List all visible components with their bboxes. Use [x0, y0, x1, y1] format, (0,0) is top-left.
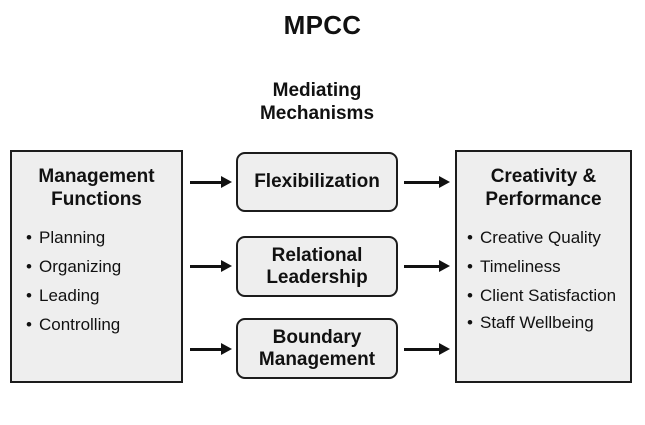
arrow-right-icon-flexibilization-to-outcomes	[404, 176, 450, 189]
arrow-right-icon-boundary-management-to-outcomes	[404, 343, 450, 356]
arrow-right-icon-relational-leadership-to-outcomes	[404, 260, 450, 273]
management-functions-panel: Management Functions Planning Organizing…	[10, 150, 183, 383]
arrow-shaft	[404, 348, 440, 351]
management-functions-heading-line2: Functions	[51, 189, 142, 210]
list-item: Creative Quality	[467, 228, 630, 248]
creativity-performance-panel: Creativity & Performance Creative Qualit…	[455, 150, 632, 383]
mediating-mechanisms-title: Mediating Mechanisms	[236, 79, 398, 125]
arrow-head	[439, 260, 450, 272]
mediator-box-relational-leadership: Relational Leadership	[236, 236, 398, 297]
list-item: Leading	[26, 286, 181, 306]
mediating-mechanisms-title-line2: Mechanisms	[259, 103, 375, 124]
mediator-box-flexibilization-label: Flexibilization	[254, 171, 380, 193]
arrow-head	[221, 343, 232, 355]
list-item: Staff Wellbeing	[467, 313, 630, 333]
arrow-head	[221, 260, 232, 272]
list-item: Controlling	[26, 315, 181, 335]
mediating-mechanisms-title-line1: Mediating	[272, 80, 362, 101]
arrow-head	[221, 176, 232, 188]
management-functions-heading-line1: Management	[38, 166, 155, 187]
mediator-box-flexibilization: Flexibilization	[236, 152, 398, 212]
mediator-label-line1: Flexibilization	[254, 171, 380, 192]
arrow-head	[439, 176, 450, 188]
creativity-performance-list: Creative Quality Timeliness Client Satis…	[457, 228, 630, 333]
arrow-head	[439, 343, 450, 355]
creativity-performance-heading-line2: Performance	[485, 189, 602, 210]
management-functions-heading: Management Functions	[12, 165, 181, 211]
arrow-right-icon-functions-to-boundary-management	[190, 343, 232, 356]
arrow-shaft	[190, 265, 222, 268]
mediator-box-boundary-management: Boundary Management	[236, 318, 398, 379]
list-item: Client Satisfaction	[467, 286, 630, 306]
mediator-box-relational-leadership-label: Relational Leadership	[266, 245, 367, 289]
arrow-shaft	[404, 265, 440, 268]
arrow-right-icon-functions-to-relational-leadership	[190, 260, 232, 273]
arrow-shaft	[190, 348, 222, 351]
list-item: Planning	[26, 228, 181, 248]
mediator-label-line2: Leadership	[266, 266, 368, 288]
list-item: Organizing	[26, 257, 181, 277]
mediator-label-line1: Relational	[271, 244, 363, 266]
diagram-title: MPCC	[283, 10, 362, 40]
mediator-label-line2: Management	[258, 348, 376, 370]
arrow-shaft	[190, 181, 222, 184]
creativity-performance-heading: Creativity & Performance	[457, 165, 630, 211]
creativity-performance-heading-line1: Creativity &	[490, 166, 597, 187]
arrow-right-icon-functions-to-flexibilization	[190, 176, 232, 189]
arrow-shaft	[404, 181, 440, 184]
management-functions-list: Planning Organizing Leading Controlling	[12, 228, 181, 335]
mediator-box-boundary-management-label: Boundary Management	[259, 327, 375, 371]
list-item: Timeliness	[467, 257, 630, 277]
mediator-label-line1: Boundary	[272, 326, 362, 348]
